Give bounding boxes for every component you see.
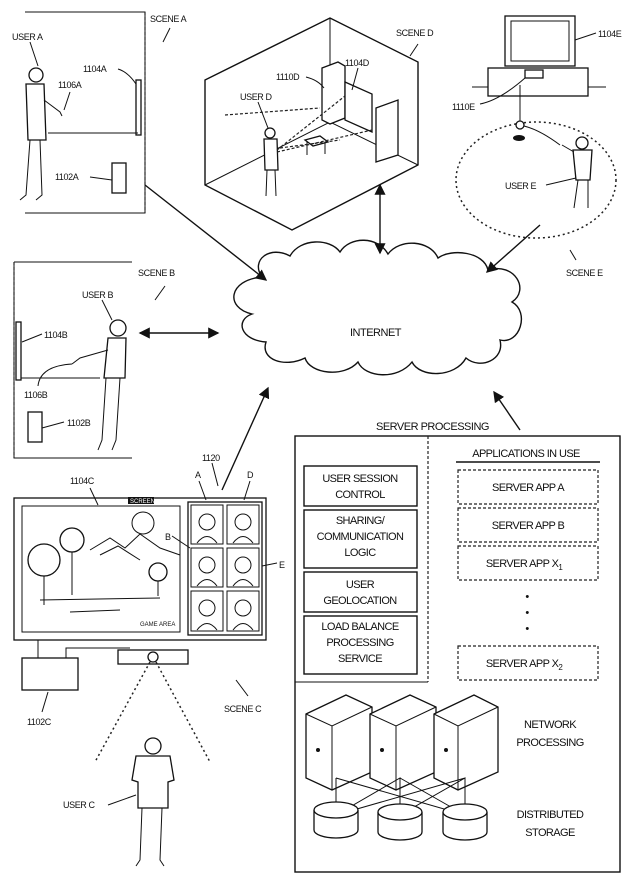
network-processing-line2: PROCESSING <box>516 737 583 749</box>
scene-d-display-ref: 1104D <box>345 58 370 68</box>
network-processing-line1: NETWORK <box>524 719 577 731</box>
scene-e-device-ref: 1110E <box>452 102 475 112</box>
server-processing: SERVER PROCESSING USER SESSION CONTROL S… <box>294 421 621 873</box>
scene-b-user-figure <box>71 319 127 451</box>
block-sharing-line2: COMMUNICATION <box>317 531 404 543</box>
block-load-balance <box>303 615 418 675</box>
connector-scene-e <box>485 224 541 273</box>
scene-c-game-area-label: GAME AREA <box>140 622 175 628</box>
app-server-x1 <box>457 545 599 581</box>
scene-b: SCENE B USER B 1104B 1106B 1102B <box>13 261 176 459</box>
scene-d-display <box>344 80 373 134</box>
block-user-geolocation <box>303 571 418 613</box>
scene-a-user-label: USER A <box>12 32 43 42</box>
app-server-a-label: SERVER APP A <box>492 482 565 494</box>
block-user-session-control <box>303 465 418 507</box>
app-server-x2-label: SERVER APP X2 <box>486 658 564 672</box>
distributed-storage-line1: DISTRIBUTED <box>517 809 584 821</box>
scene-c-letter-b: B <box>165 532 171 542</box>
ellipsis-dot-2: • <box>525 607 529 619</box>
scene-d-device-ref: 1110D <box>276 72 300 82</box>
scene-b-display-ref: 1104B <box>44 330 68 340</box>
scene-c-panel-ref: 1120 <box>202 453 220 463</box>
scene-a-user-figure <box>19 67 63 201</box>
participant-grid <box>190 504 260 632</box>
scene-e: 1104E 1110E USER E SCENE E <box>452 15 622 278</box>
scene-c-letter-d: D <box>247 470 254 480</box>
distributed-storage-line2: STORAGE <box>525 827 575 839</box>
block-user-session-control-line1: USER SESSION <box>322 473 398 485</box>
block-load-balance-line1: LOAD BALANCE <box>321 621 398 633</box>
scene-a-device-ref: 1102A <box>55 172 79 182</box>
scene-a-display-ref: 1104A <box>83 64 107 74</box>
connector-scene-a <box>144 184 268 281</box>
connector-server <box>493 390 521 431</box>
scene-d-user-figure <box>263 127 279 197</box>
scene-a-controller-ref: 1106A <box>58 80 82 90</box>
app-server-a <box>457 469 599 505</box>
block-load-balance-line2: PROCESSING <box>326 637 393 649</box>
scene-c-camera <box>147 651 159 663</box>
scene-c-user-figure <box>131 737 175 867</box>
scene-c-user-label: USER C <box>63 800 96 810</box>
scene-d-label: SCENE D <box>396 28 434 38</box>
ellipsis-dot-3: • <box>525 623 529 635</box>
block-load-balance-line3: SERVICE <box>338 653 382 665</box>
scene-c-screen-label: SCREEN <box>130 499 155 505</box>
block-geolocation-line2: GEOLOCATION <box>323 595 397 607</box>
scene-c-display-ref: 1104C <box>70 476 95 486</box>
connector-scene-c <box>221 386 270 491</box>
scene-b-device <box>27 411 43 443</box>
scene-c-game-area <box>21 505 181 633</box>
scene-c-device <box>21 657 79 691</box>
ellipsis-dot-1: • <box>525 591 529 603</box>
scene-e-display-ref: 1104E <box>598 29 622 39</box>
app-server-x1-label: SERVER APP X1 <box>486 558 564 572</box>
block-sharing-line1: SHARING/ <box>336 515 386 527</box>
scene-e-user-figure <box>561 136 593 209</box>
block-sharing-communication-logic <box>303 509 418 569</box>
scene-b-device-ref: 1102B <box>67 418 91 428</box>
internet-label: INTERNET <box>350 327 402 339</box>
scene-b-label: SCENE B <box>138 268 175 278</box>
scene-c-letter-a: A <box>195 470 201 480</box>
scene-e-label: SCENE E <box>566 268 603 278</box>
scene-e-display <box>504 15 576 67</box>
scene-c-letter-e: E <box>279 560 285 570</box>
app-server-b <box>457 507 599 543</box>
scene-a: SCENE A USER A 1104A 1106A 1102A <box>12 11 187 214</box>
storage-disc-2 <box>377 803 423 841</box>
scene-a-label: SCENE A <box>150 14 187 24</box>
app-server-b-label: SERVER APP B <box>492 520 565 532</box>
scene-c-device-ref: 1102C <box>27 717 52 727</box>
storage-disc-3 <box>442 803 488 841</box>
scene-c-label: SCENE C <box>224 704 262 714</box>
server-rack-1 <box>305 694 373 791</box>
server-processing-title: SERVER PROCESSING <box>376 421 489 433</box>
scene-a-display <box>135 79 142 136</box>
internet-cloud: INTERNET <box>233 239 523 376</box>
scene-b-controller-ref: 1106B <box>24 390 48 400</box>
scene-b-display <box>15 321 22 381</box>
scene-a-device <box>111 162 127 194</box>
scene-e-play-area <box>455 121 617 239</box>
apps-header: APPLICATIONS IN USE <box>472 448 580 460</box>
scene-c: SCREEN GAME AREA 1104C 1120 A <box>13 453 285 867</box>
storage-disc-1 <box>313 801 359 839</box>
scene-d: SCENE D USER D 1110D 1104D <box>204 17 435 231</box>
scene-d-user-label: USER D <box>240 92 273 102</box>
block-sharing-line3: LOGIC <box>344 547 376 559</box>
scene-d-device <box>321 61 346 125</box>
scene-e-user-label: USER E <box>505 181 537 191</box>
server-processing-box <box>294 435 621 873</box>
server-rack-3 <box>433 694 499 791</box>
block-geolocation-line1: USER <box>346 579 375 591</box>
scene-b-user-label: USER B <box>82 290 114 300</box>
server-rack-2 <box>369 694 437 791</box>
block-user-session-control-line2: CONTROL <box>335 489 385 501</box>
scene-e-device <box>524 69 544 79</box>
app-server-x2 <box>457 645 599 681</box>
